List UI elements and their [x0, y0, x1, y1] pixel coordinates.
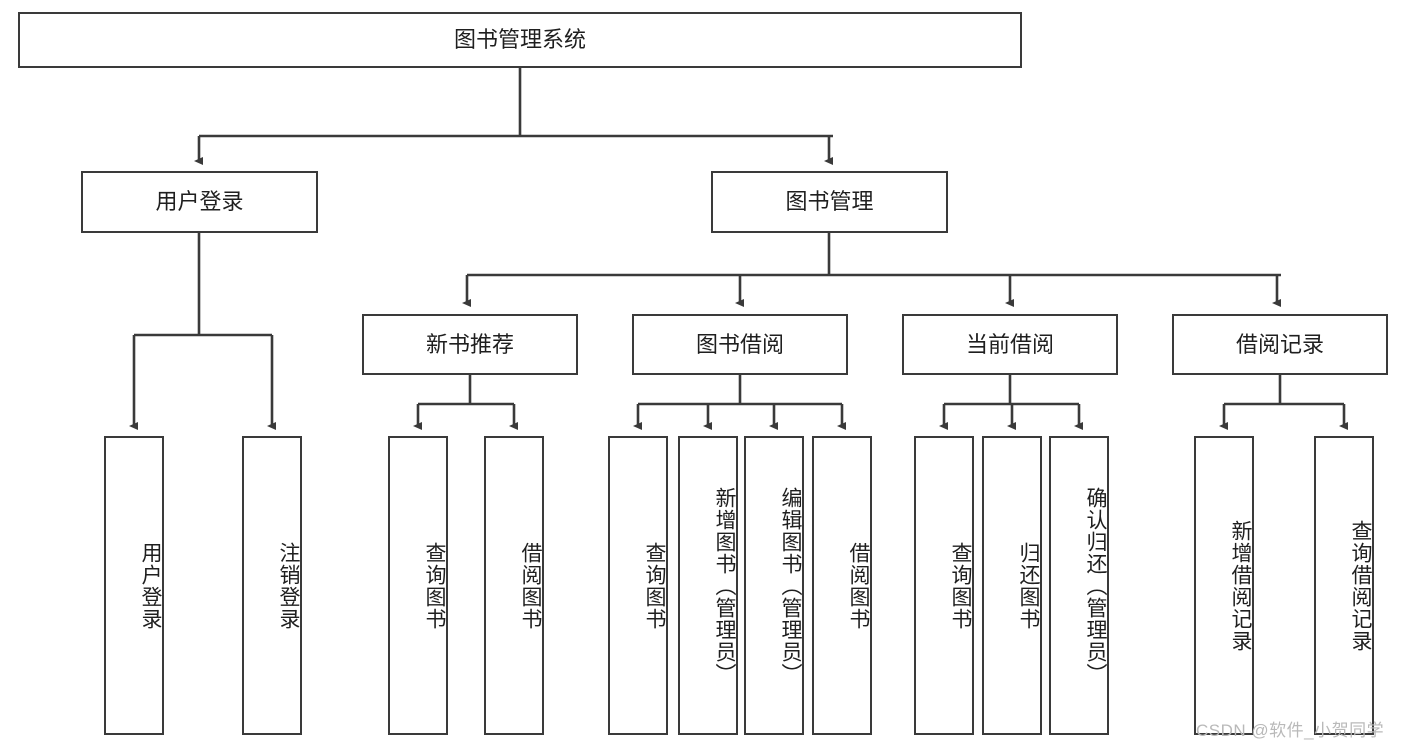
node-label: 当前借阅 [965, 331, 1054, 357]
node-borrow-record[interactable]: 借阅记录 [1172, 314, 1388, 375]
node-label: 新书推荐 [425, 331, 514, 357]
node-book-borrow[interactable]: 图书借阅 [632, 314, 848, 375]
leaf-borrow-edit-book[interactable]: 编辑图书（管理员） [744, 436, 804, 735]
leaf-recommend-query-book[interactable]: 查询图书 [388, 436, 448, 735]
leaf-current-return-book[interactable]: 归还图书 [982, 436, 1042, 735]
node-book-management[interactable]: 图书管理 [711, 171, 948, 233]
node-root-system[interactable]: 图书管理系统 [18, 12, 1022, 68]
node-current-borrow[interactable]: 当前借阅 [902, 314, 1118, 375]
node-label: 用户登录 [139, 541, 162, 630]
leaf-record-add-record[interactable]: 新增借阅记录 [1194, 436, 1254, 735]
node-label: 借阅图书 [519, 541, 542, 630]
node-label: 查询借阅记录 [1349, 519, 1372, 652]
node-label: 归还图书 [1017, 541, 1040, 630]
node-label: 新增借阅记录 [1229, 519, 1252, 652]
node-label: 注销登录 [277, 541, 300, 630]
node-new-book-recommend[interactable]: 新书推荐 [362, 314, 578, 375]
node-label: 查询图书 [643, 541, 666, 630]
node-label: 编辑图书（管理员） [779, 486, 802, 685]
node-label: 图书管理系统 [453, 27, 586, 53]
leaf-user-login-signin[interactable]: 用户登录 [104, 436, 164, 735]
node-label: 新增图书（管理员） [713, 486, 736, 685]
leaf-current-confirm-return[interactable]: 确认归还（管理员） [1049, 436, 1109, 735]
node-label: 查询图书 [423, 541, 446, 630]
leaf-current-query-book[interactable]: 查询图书 [914, 436, 974, 735]
node-label: 用户登录 [155, 189, 244, 215]
node-label: 确认归还（管理员） [1084, 486, 1107, 685]
leaf-user-login-signout[interactable]: 注销登录 [242, 436, 302, 735]
leaf-record-query-record[interactable]: 查询借阅记录 [1314, 436, 1374, 735]
node-user-login[interactable]: 用户登录 [81, 171, 318, 233]
node-label: 借阅记录 [1235, 331, 1324, 357]
csdn-watermark: CSDN @软件_小贺同学 [1196, 721, 1385, 740]
node-label: 图书管理 [785, 189, 874, 215]
leaf-borrow-query-book[interactable]: 查询图书 [608, 436, 668, 735]
leaf-borrow-borrow-book[interactable]: 借阅图书 [812, 436, 872, 735]
leaf-recommend-borrow-book[interactable]: 借阅图书 [484, 436, 544, 735]
node-label: 图书借阅 [695, 331, 784, 357]
node-label: 查询图书 [949, 541, 972, 630]
leaf-borrow-add-book[interactable]: 新增图书（管理员） [678, 436, 738, 735]
node-label: 借阅图书 [847, 541, 870, 630]
